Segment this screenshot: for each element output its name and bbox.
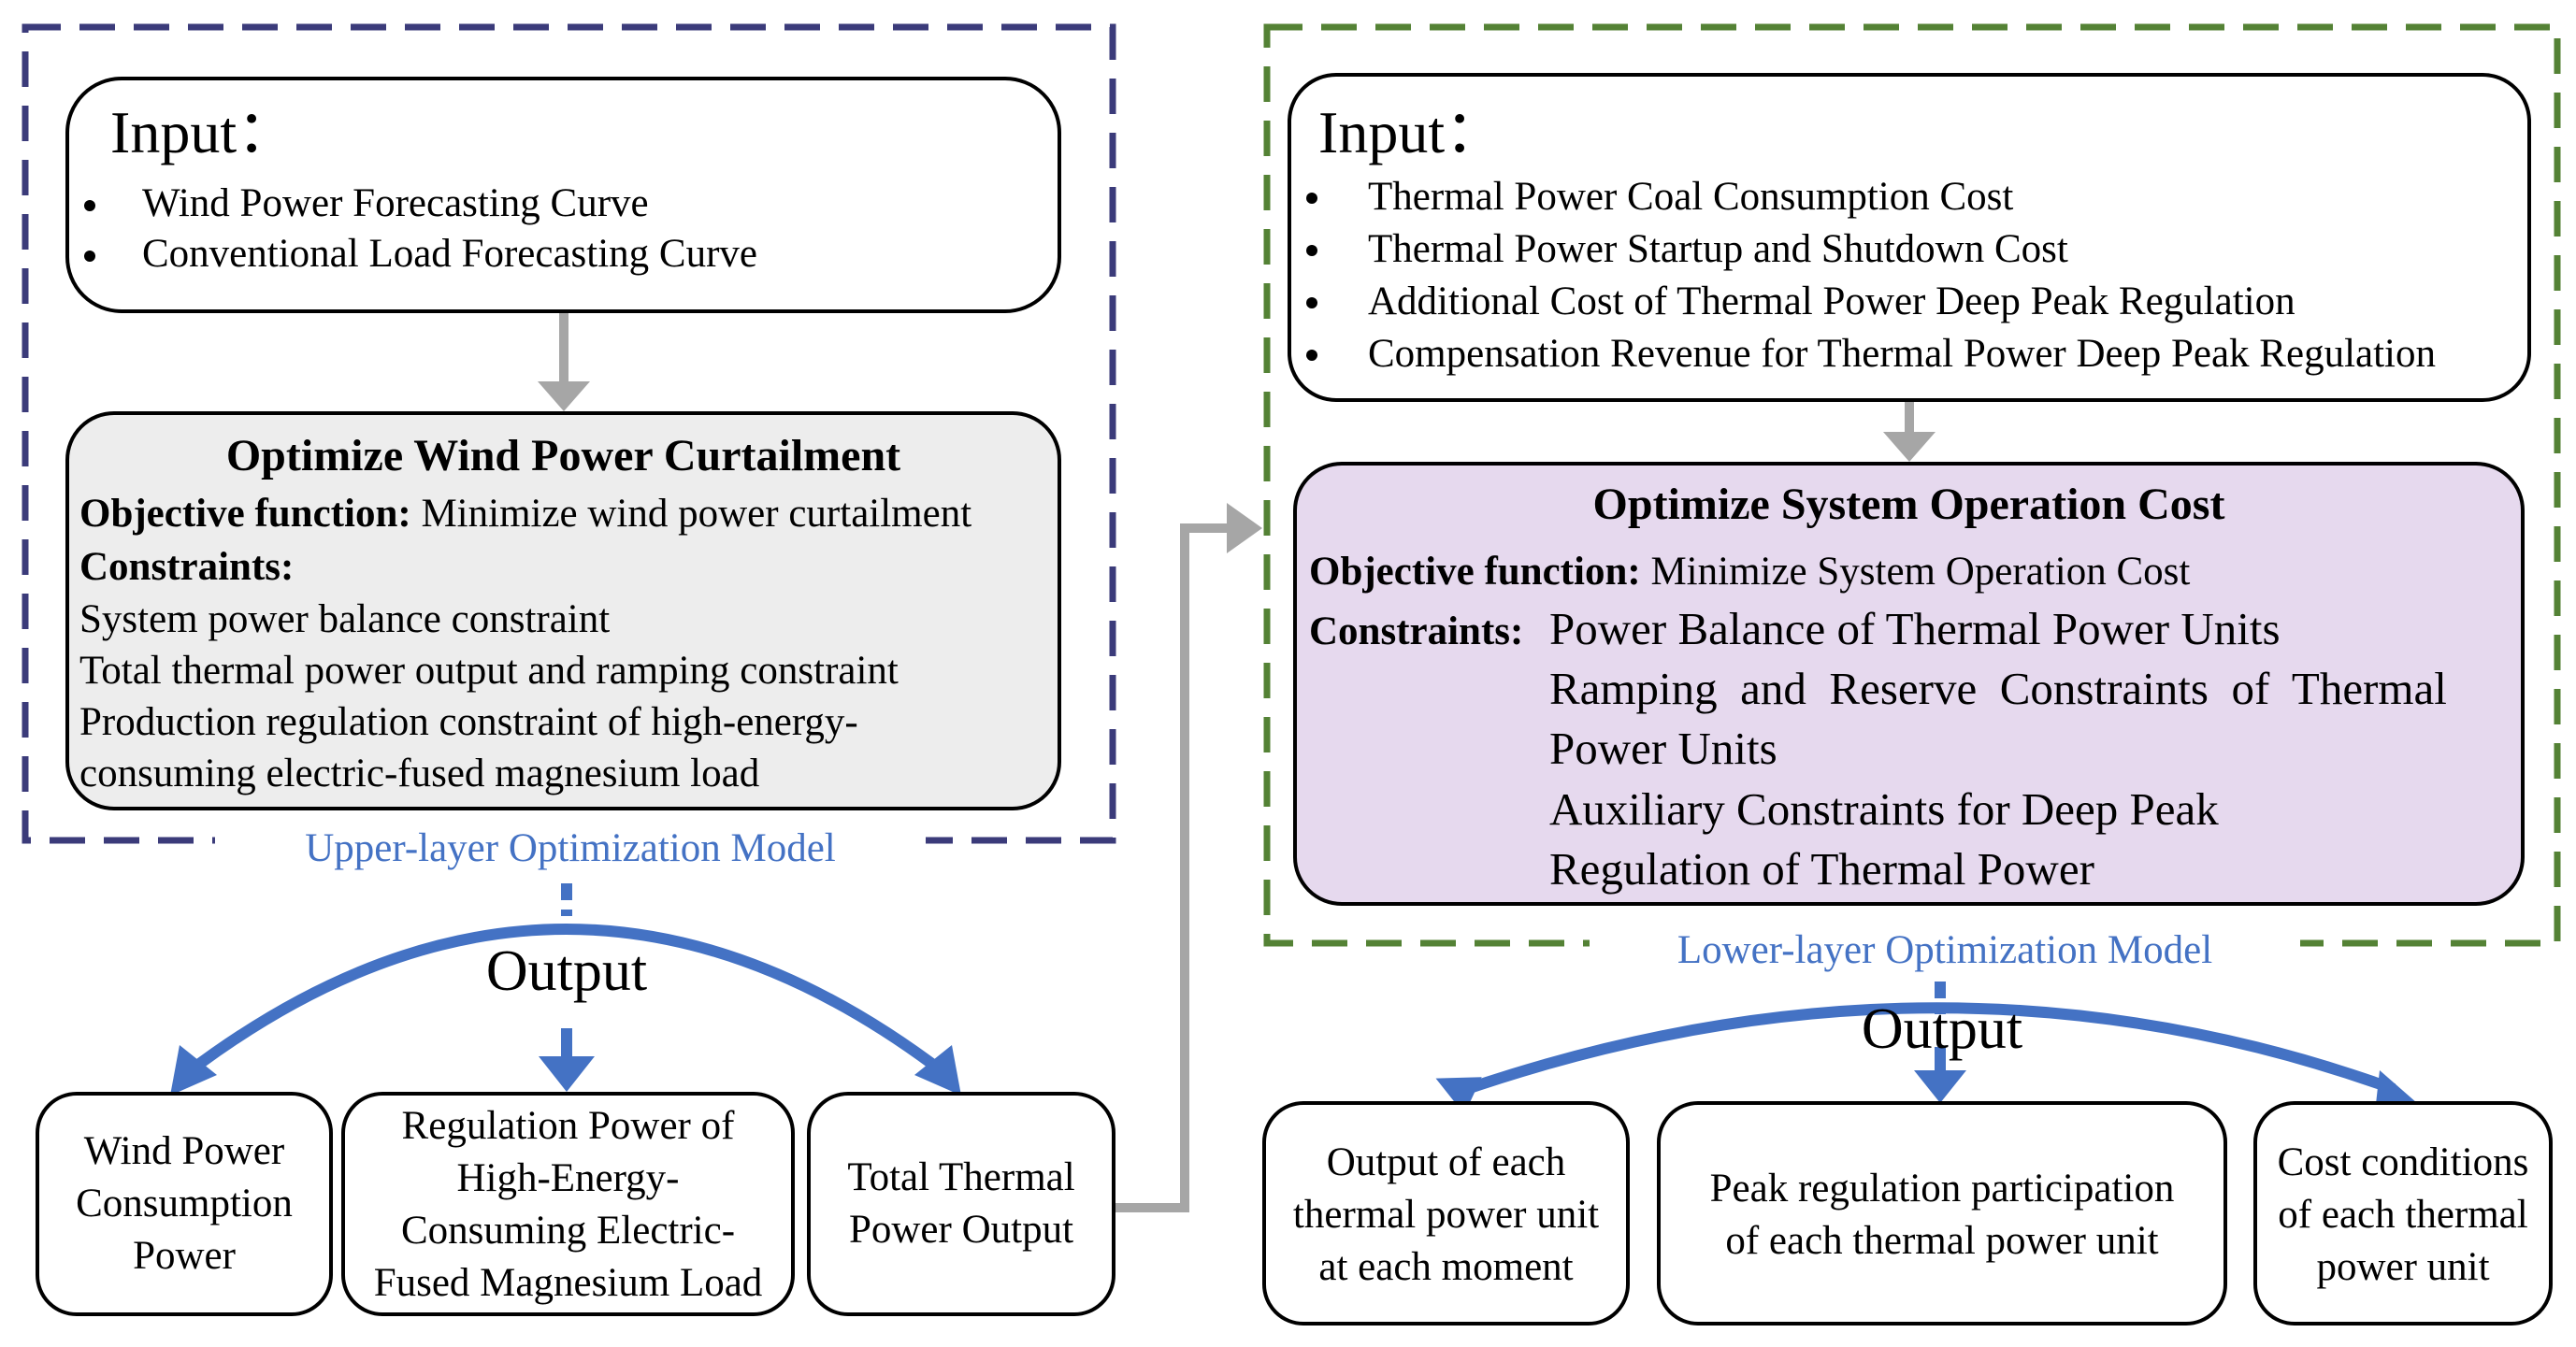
layer-link-arrow <box>1113 523 1230 1212</box>
bullet-icon <box>84 251 95 262</box>
objective-label: Objective function: <box>1309 550 1641 594</box>
lower-constraint: Regulation of Thermal Power <box>1549 843 2094 895</box>
lower-input-title: Input： <box>1318 99 1505 165</box>
upper-constraint: Production regulation constraint of high… <box>79 700 858 744</box>
bullet-icon <box>1306 193 1317 204</box>
lower-input-item: Compensation Revenue for Thermal Power D… <box>1368 332 2436 376</box>
upper-input-title: Input： <box>110 99 297 165</box>
lower-input-item: Thermal Power Coal Consumption Cost <box>1368 175 2014 219</box>
output-line: of each thermal power unit <box>1725 1219 2159 1263</box>
lower-constraint: Auxiliary Constraints for Deep Peak <box>1549 783 2219 835</box>
output-line: High-Energy- <box>456 1156 680 1200</box>
bullet-icon <box>1306 350 1317 361</box>
output-line: Consumption <box>76 1182 293 1225</box>
upper-constraint: System power balance constraint <box>79 597 611 641</box>
lower-input-item: Thermal Power Startup and Shutdown Cost <box>1368 227 2068 271</box>
lower-objective: Objective function: Minimize System Oper… <box>1309 552 2190 592</box>
output-line: Power <box>133 1234 236 1278</box>
upper-output-label: Output <box>485 939 648 1003</box>
output-line: Power Output <box>848 1208 1074 1252</box>
upper-constraints-label: Constraints: <box>79 545 295 589</box>
output-line: of each thermal <box>2278 1193 2528 1237</box>
bullet-icon <box>84 200 95 211</box>
upper-input-item: Wind Power Forecasting Curve <box>142 181 649 225</box>
lower-output-label: Output <box>1861 997 2023 1061</box>
output-box-peak-regulation <box>1657 1101 2227 1326</box>
output-line: Regulation Power of <box>401 1104 735 1148</box>
lower-optimize-title: Optimize System Operation Cost <box>1592 480 2225 529</box>
output-line: Fused Magnesium Load <box>373 1261 763 1305</box>
output-box-wind-consumption <box>36 1092 333 1316</box>
lower-constraints-label: Constraints: <box>1309 609 1524 653</box>
upper-input-item: Conventional Load Forecasting Curve <box>142 232 757 276</box>
lower-output-curve <box>1457 1002 2396 1097</box>
lower-model-label: Lower-layer Optimization Model <box>1590 930 2300 970</box>
upper-input-box <box>65 77 1061 313</box>
lower-input-box <box>1288 73 2531 402</box>
objective-text: Minimize wind power curtailment <box>421 492 972 536</box>
lower-constraint: Power Units <box>1549 723 1777 774</box>
output-box-total-thermal <box>807 1092 1115 1316</box>
output-line: power unit <box>2316 1245 2490 1289</box>
upper-model-label: Upper-layer Optimization Model <box>215 828 926 868</box>
upper-constraint: Total thermal power output and ramping c… <box>79 649 899 693</box>
output-line: Output of each <box>1326 1140 1566 1184</box>
upper-output-curve <box>183 924 948 1078</box>
objective-label: Objective function: <box>79 492 411 536</box>
objective-text: Minimize System Operation Cost <box>1650 550 2191 594</box>
upper-objective: Objective function: Minimize wind power … <box>79 494 971 534</box>
output-line: Wind Power <box>83 1129 285 1173</box>
output-box-unit-output <box>1262 1101 1630 1326</box>
lower-optimize-box <box>1293 462 2525 906</box>
lower-constraint: Ramping and Reserve Constraints of Therm… <box>1549 663 2447 714</box>
output-box-cost-conditions <box>2253 1101 2553 1326</box>
output-line: thermal power unit <box>1292 1193 1600 1237</box>
bullet-icon <box>1306 245 1317 256</box>
upper-optimize-box <box>65 411 1061 810</box>
lower-input-item: Additional Cost of Thermal Power Deep Pe… <box>1368 279 2295 323</box>
bullet-icon <box>1306 297 1317 308</box>
lower-constraint: Power Balance of Thermal Power Units <box>1549 603 2281 654</box>
output-line: Cost conditions <box>2277 1140 2529 1184</box>
output-box-regulation-power <box>341 1092 795 1316</box>
output-line: at each moment <box>1318 1245 1574 1289</box>
output-line: Total Thermal <box>847 1155 1075 1199</box>
upper-constraint: consuming electric-fused magnesium load <box>79 752 760 795</box>
upper-optimize-title: Optimize Wind Power Curtailment <box>225 431 901 480</box>
output-line: Consuming Electric- <box>400 1209 736 1253</box>
output-line: Peak regulation participation <box>1709 1167 2175 1211</box>
